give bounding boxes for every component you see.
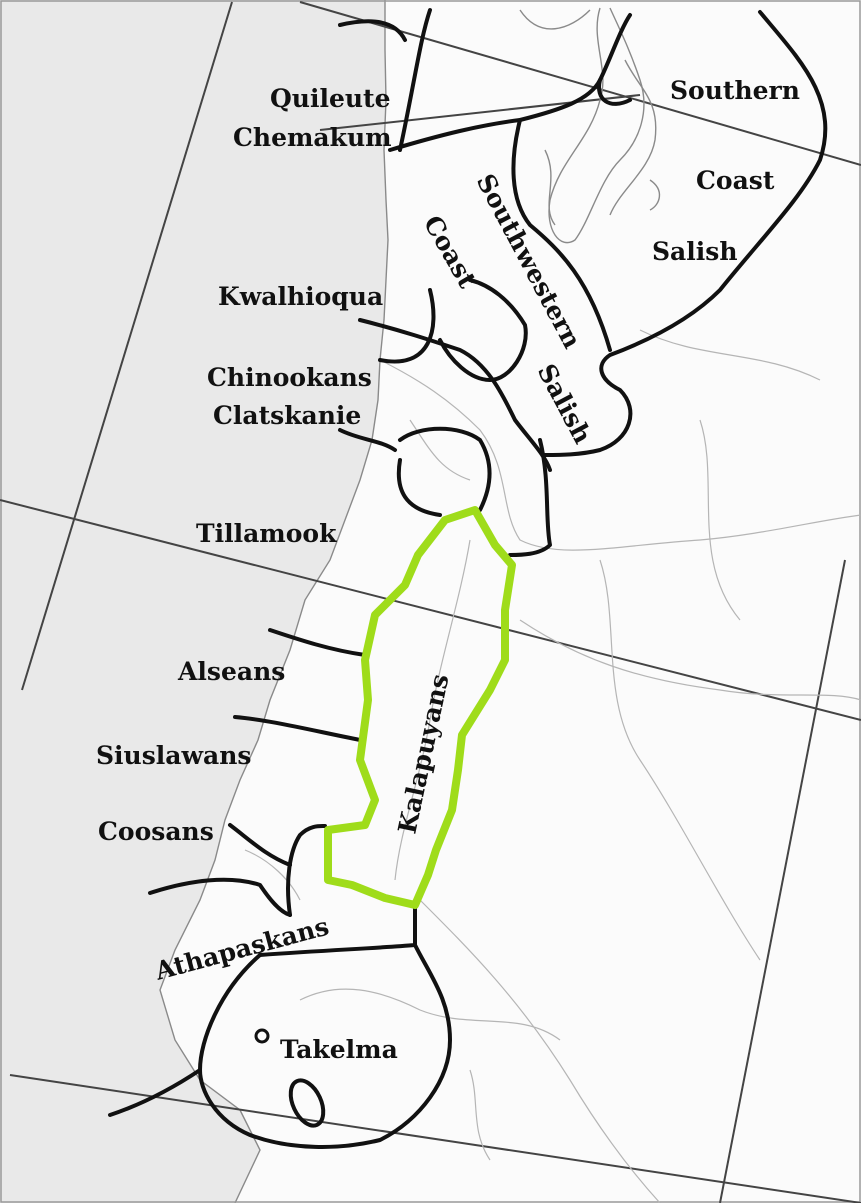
label-clatskanie: Clatskanie: [213, 401, 361, 430]
label-tillamook: Tillamook: [196, 519, 337, 548]
takelma-site-marker: [254, 1028, 270, 1044]
label-takelma: Takelma: [280, 1035, 398, 1064]
kalapuyans-highlight: [324, 506, 516, 909]
rivers: [244, 329, 861, 1203]
label-salish-ne: Salish: [652, 237, 738, 266]
label-kwalhioqua: Kwalhioqua: [218, 282, 383, 311]
coastline: [159, 0, 389, 1203]
label-southern: Southern: [670, 76, 800, 105]
label-siuslawans: Siuslawans: [96, 741, 251, 770]
label-chinookans: Chinookans: [207, 363, 372, 392]
label-coast-ne: Coast: [696, 166, 775, 195]
label-coosans: Coosans: [98, 817, 214, 846]
boundaries: [108, 8, 828, 1149]
puget-sound: [519, 7, 661, 244]
label-chemakum: Chemakum: [233, 123, 392, 152]
land-mass: [160, 0, 861, 1203]
label-quileute: Quileute: [270, 84, 390, 113]
label-alseans: Alseans: [177, 657, 285, 686]
